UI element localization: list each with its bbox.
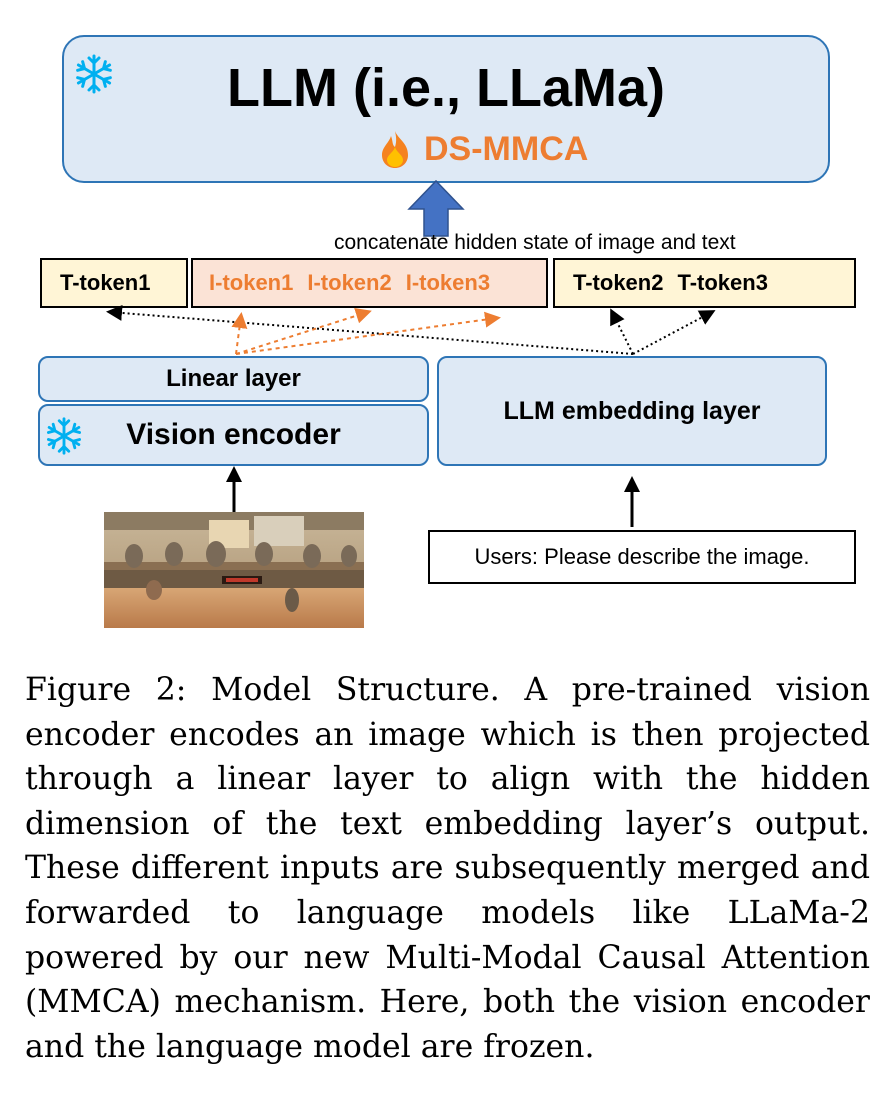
snowflake-icon	[76, 54, 112, 94]
user-prompt-box: Users: Please describe the image.	[428, 530, 856, 584]
token-text-first: T-token1	[40, 258, 188, 308]
fire-icon	[382, 131, 408, 168]
snowflake-icon	[46, 417, 82, 455]
token-label: I-token1	[209, 270, 294, 295]
connector-image-3	[235, 311, 501, 355]
vision-encoder-label: Vision encoder	[126, 418, 341, 451]
connector-image-2	[235, 308, 372, 355]
input-image	[104, 512, 364, 628]
connector-text-3	[632, 310, 716, 355]
token-label: T-token1	[60, 270, 151, 295]
token-label: I-token2	[307, 270, 392, 295]
token-label: I-token3	[405, 270, 491, 295]
token-text-rest: T-token2 T-token3	[553, 258, 856, 308]
llm-box: LLM (i.e., LLaMa) DS-MMCA	[62, 35, 830, 183]
connector-image-1	[231, 312, 248, 355]
connector-text-2	[610, 308, 634, 355]
token-image-group: I-token1 I-token2 I-token3	[191, 258, 548, 308]
token-label: T-token2	[573, 270, 664, 295]
vision-encoder: Vision encoder	[38, 404, 429, 466]
concat-label: concatenate hidden state of image and te…	[334, 231, 736, 254]
user-prompt-text: Users: Please describe the image.	[474, 544, 810, 569]
dsmmca-label: DS-MMCA	[424, 129, 589, 168]
llm-title: LLM (i.e., LLaMa)	[227, 58, 665, 118]
llm-embedding-label: LLM embedding layer	[503, 396, 761, 425]
token-label: T-token3	[677, 270, 768, 295]
dsmmca-module: DS-MMCA	[380, 129, 588, 169]
figure-caption: Figure 2: Model Structure. A pre-trained…	[25, 672, 870, 1065]
linear-layer: Linear layer	[38, 356, 429, 402]
llm-embedding-layer: LLM embedding layer	[437, 356, 827, 466]
connector-text-first	[106, 304, 634, 355]
linear-layer-label: Linear layer	[166, 365, 301, 392]
